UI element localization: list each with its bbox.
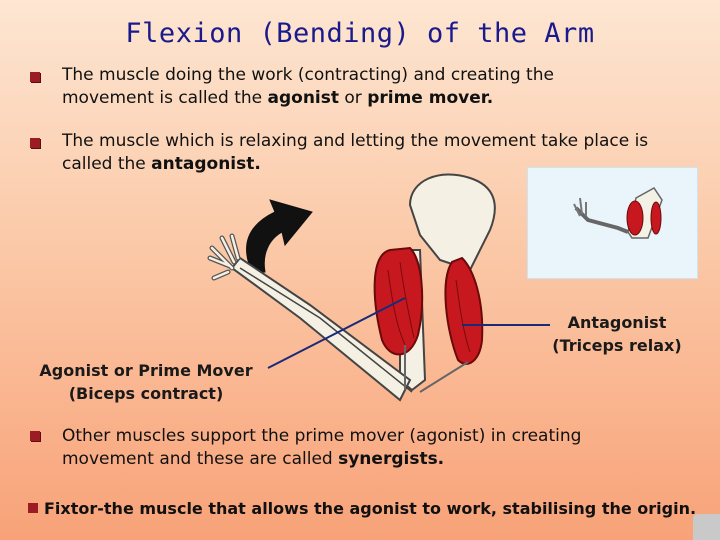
agonist-label-line2: (Biceps contract) [68,384,224,403]
term-synergists: synergists. [338,449,445,469]
bullet-antagonist-definition: The muscle which is relaxing and letting… [62,130,692,176]
bullet-marker [30,431,40,441]
agonist-pointer-line [267,297,406,369]
term-antagonist: antagonist. [151,154,261,174]
antagonist-label: Antagonist (Triceps relax) [538,311,696,357]
text: The muscle doing the work (contracting) … [62,65,554,108]
slide-nav-corner-icon[interactable] [693,514,720,540]
antagonist-label-line1: Antagonist [567,313,667,332]
arm-thumbnail-drawing [573,187,663,239]
bullet-marker [30,72,40,82]
triceps-muscle [444,256,484,365]
bullet-marker [28,503,38,513]
slide-title: Flexion (Bending) of the Arm [125,18,595,49]
fixator-text: Fixtor-the muscle that allows the agonis… [44,499,697,518]
term-prime-mover: prime mover. [367,88,494,108]
text: or [339,88,368,108]
bullet-agonist-definition: The muscle doing the work (contracting) … [62,64,622,110]
agonist-label-line1: Agonist or Prime Mover [39,361,253,380]
text: The muscle which is relaxing and letting… [62,131,649,174]
term-agonist: agonist [267,88,340,108]
scapula-shape [408,173,496,272]
bullet-marker [30,138,40,148]
flexion-arrow-icon [246,199,313,273]
agonist-label: Agonist or Prime Mover (Biceps contract) [26,359,266,405]
fixator-definition: Fixtor-the muscle that allows the agonis… [28,497,718,520]
text: Other muscles support the prime mover (a… [62,426,582,469]
arm-thumbnail-image [527,167,698,279]
bullet-synergists-definition: Other muscles support the prime mover (a… [62,425,662,471]
antagonist-label-line2: (Triceps relax) [552,336,682,355]
